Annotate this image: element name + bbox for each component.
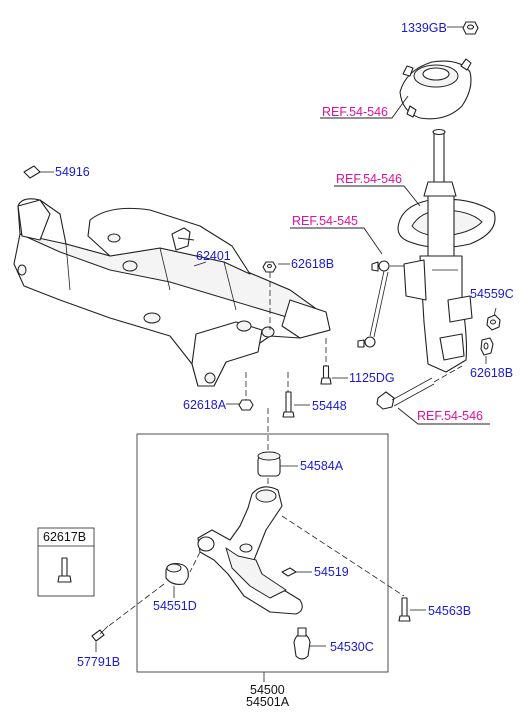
strut-bolt	[376, 377, 435, 410]
label-54559C: 54559C	[470, 287, 514, 301]
stabilizer-link	[357, 260, 404, 348]
bolt-62617B	[57, 557, 72, 583]
nut-62618A	[238, 399, 254, 411]
bolt-54563B	[398, 597, 411, 622]
label-1339GB: 1339GB	[401, 21, 447, 35]
label-62618B-right: 62618B	[470, 366, 513, 380]
label-54563B: 54563B	[428, 604, 471, 618]
bolt-1125DG	[320, 365, 332, 385]
lower-arm-assembly-box	[136, 433, 389, 673]
label-62618A: 62618A	[183, 398, 227, 412]
label-62618B-top: 62618B	[291, 257, 334, 271]
bolt-57791B	[91, 625, 109, 642]
shock-absorber	[397, 128, 496, 373]
label-54916: 54916	[55, 165, 90, 179]
nut-62618B-top	[262, 261, 277, 273]
label-54501A: 54501A	[246, 695, 290, 709]
label-55448: 55448	[312, 399, 347, 413]
clip-54519	[281, 567, 297, 577]
strut-mount	[399, 58, 472, 120]
bolt-55448	[282, 391, 295, 418]
ref-mount: REF.54-546	[322, 105, 388, 119]
nut-62618B-right	[480, 337, 494, 356]
label-54551D: 54551D	[153, 599, 197, 613]
label-62401: 62401	[196, 249, 231, 263]
nut-54559C	[486, 314, 501, 331]
label-54584A: 54584A	[300, 459, 344, 473]
bushing-54584A	[257, 451, 281, 477]
label-62617B: 62617B	[43, 530, 86, 544]
label-1125DG: 1125DG	[349, 371, 395, 385]
label-54500: 54500	[250, 683, 285, 697]
ref-strut: REF.54-546	[336, 172, 402, 186]
ball-joint-54530C	[293, 627, 311, 660]
subframe-62401	[13, 198, 331, 387]
ref-bolt: REF.54-546	[417, 409, 483, 423]
lower-control-arm	[197, 486, 303, 615]
label-57791B: 57791B	[77, 655, 120, 669]
label-54530C: 54530C	[330, 640, 374, 654]
pad-54916	[23, 165, 41, 179]
bushing-54551D	[165, 563, 189, 585]
label-54519: 54519	[314, 565, 349, 579]
ref-stabilizer: REF.54-545	[292, 214, 358, 228]
nut-1339GB	[462, 21, 479, 35]
kit-62617B-box	[37, 527, 95, 597]
